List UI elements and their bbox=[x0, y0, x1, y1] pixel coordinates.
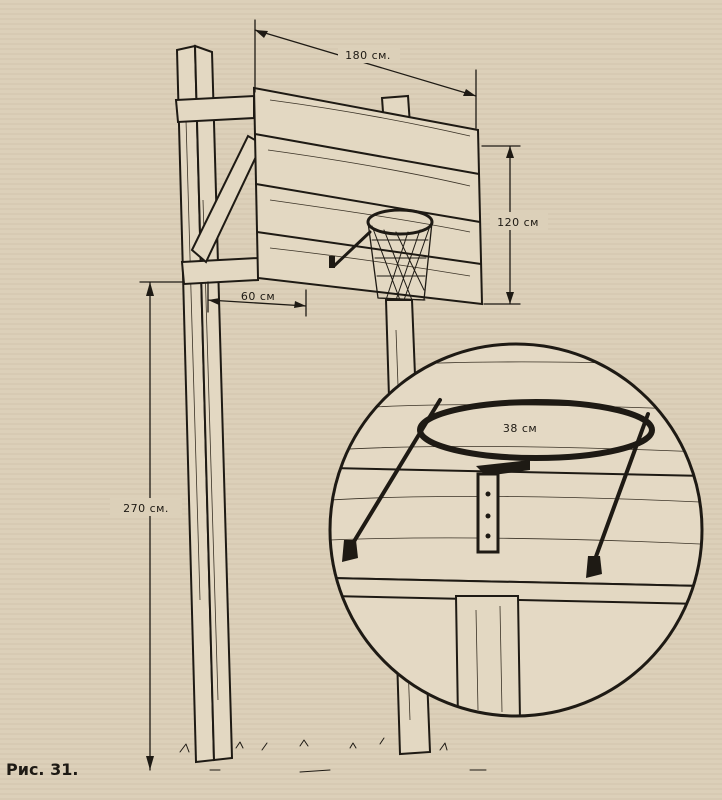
post-height-label: 270 см. bbox=[123, 502, 169, 515]
support-braces bbox=[174, 94, 264, 286]
figure-caption: Рис. 31. bbox=[6, 760, 78, 779]
hoop-with-net bbox=[329, 208, 434, 301]
offset-label: 60 см bbox=[241, 290, 275, 303]
backboard bbox=[252, 86, 484, 306]
width-label: 180 см. bbox=[345, 49, 391, 62]
dimension-270: 270 см. bbox=[110, 281, 185, 771]
height-label: 120 см bbox=[497, 216, 539, 229]
dimension-60: 60 см bbox=[207, 281, 307, 317]
ring-label: 38 см bbox=[503, 422, 537, 435]
dimension-120: 120 см bbox=[481, 145, 548, 305]
ground-grass bbox=[179, 737, 487, 773]
front-post bbox=[175, 44, 234, 764]
detail-inset: 38 см bbox=[328, 342, 704, 718]
dimension-180: 180 см. bbox=[254, 19, 477, 129]
